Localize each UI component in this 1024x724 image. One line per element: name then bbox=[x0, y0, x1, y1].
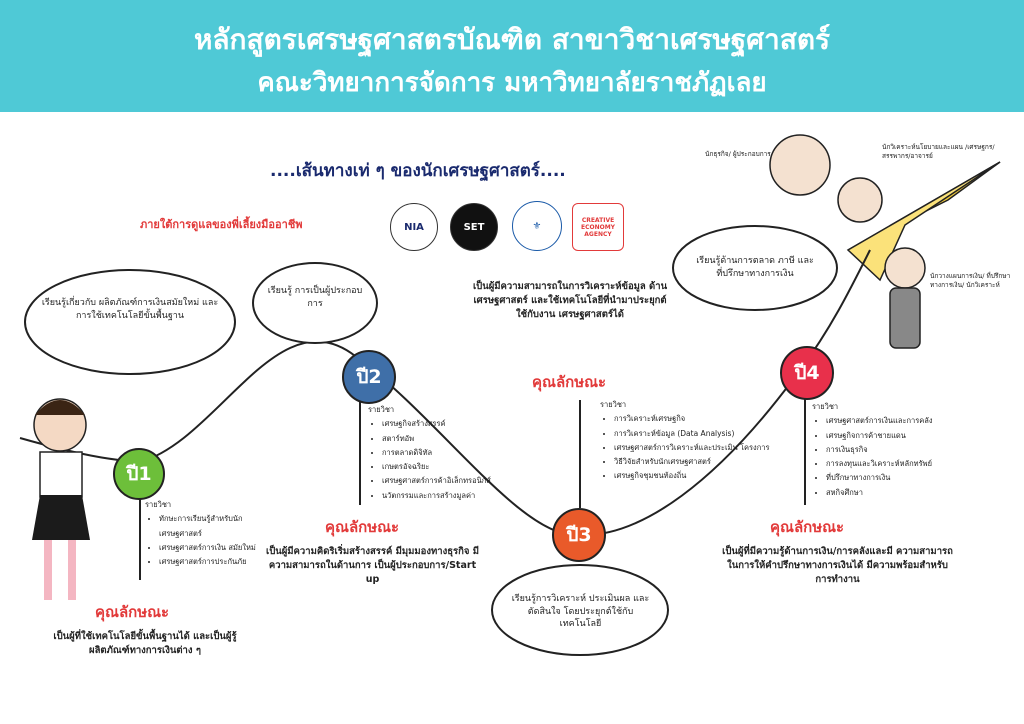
year-2-subject: สตาร์ทอัพ bbox=[382, 432, 548, 446]
year-1-subject: เศรษฐศาสตร์การเงิน สมัยใหม่ bbox=[159, 541, 265, 555]
year-4-subject: ที่ปรึกษาทางการเงิน bbox=[826, 471, 992, 485]
year-3-quality-desc: เป็นผู้มีความสามารถในการวิเคราะห์ข้อมูล … bbox=[472, 281, 668, 320]
year-2-subject: เกษตรอัจฉริยะ bbox=[382, 460, 548, 474]
cloud-3 bbox=[672, 225, 838, 311]
year-2-quality-heading: คุณลักษณะ bbox=[325, 518, 400, 536]
year-3-subject: วิธีวิจัยสำหรับนักเศรษฐศาสตร์ bbox=[614, 455, 780, 469]
year-1-subjects-heading: รายวิชา bbox=[145, 500, 172, 509]
year-1-subjects: รายวิชา ทักษะการเรียนรู้สำหรับนัก เศรษฐศ… bbox=[145, 498, 265, 569]
year-4-subject: สหกิจศึกษา bbox=[826, 486, 992, 500]
businessperson-avatar bbox=[769, 134, 831, 196]
year-3-badge: ปี3 bbox=[552, 508, 606, 562]
year-3-subjects-heading: รายวิชา bbox=[600, 400, 627, 409]
year-2-subject: เศรษฐกิจสร้างสรรค์ bbox=[382, 417, 548, 431]
career-policy: นักวิเคราะห์นโยบายและแผน /เศรษฐกร/สรรพาก… bbox=[882, 143, 995, 161]
year-1-quality-heading: คุณลักษณะ bbox=[95, 603, 170, 621]
year-2-subject: เศรษฐศาสตร์การค้าอิเล็กทรอนิกส์ bbox=[382, 474, 548, 488]
year-2-subjects: รายวิชา เศรษฐกิจสร้างสรรค์ สตาร์ทอัพ การ… bbox=[368, 403, 548, 503]
cloud-2-text: เรียนรู้ การเป็นผู้ประกอบการ bbox=[267, 286, 363, 309]
year-4-subject: การลงทุนและวิเคราะห์หลักทรัพย์ bbox=[826, 457, 992, 471]
year-3-subjects: รายวิชา การวิเคราะห์เศรษฐกิจ การวิเคราะห… bbox=[600, 398, 780, 484]
year-3-subject: การวิเคราะห์ข้อมูล (Data Analysis) bbox=[614, 427, 780, 441]
year-2-subject: การตลาดดิจิทัล bbox=[382, 446, 548, 460]
year-4-badge: ปี4 bbox=[780, 346, 834, 400]
analyst-avatar bbox=[837, 177, 883, 223]
year-1-badge: ปี1 bbox=[113, 448, 165, 500]
year-1-quality-desc: เป็นผู้ที่ใช้เทคโนโลยีขั้นพื้นฐานได้ และ… bbox=[53, 631, 237, 656]
year-4-subject: เศรษฐศาสตร์การเงินและการคลัง bbox=[826, 414, 992, 428]
year-4-subjects: รายวิชา เศรษฐศาสตร์การเงินและการคลัง เศร… bbox=[812, 400, 992, 500]
route-title: ....เส้นทางเท่ ๆ ของนักเศรษฐศาสตร์.... bbox=[270, 161, 566, 181]
career-finance: นักวางแผนการเงิน/ ที่ปรึกษาทางการเงิน/ น… bbox=[930, 272, 1011, 290]
year-4-quality-desc: เป็นผู้ที่มีความรู้ด้านการเงิน/การคลังแล… bbox=[722, 546, 953, 585]
cloud-4-text: เรียนรู้การวิเคราะห์ ประเมินผล และตัดสิน… bbox=[511, 594, 650, 630]
year-3-subject: เศรษฐศาสตร์การวิเคราะห์และประเมิน โครงกา… bbox=[614, 441, 780, 455]
year-1-subject: ทักษะการเรียนรู้สำหรับนัก เศรษฐศาสตร์ bbox=[159, 512, 265, 541]
cloud-1 bbox=[24, 269, 236, 375]
year-4-quality-heading: คุณลักษณะ bbox=[770, 518, 845, 536]
faculty-title: คณะวิทยาการจัดการ มหาวิทยาลัยราชภัฏเลย bbox=[257, 68, 767, 98]
year-3-quality-heading: คุณลักษณะ bbox=[532, 373, 607, 391]
nia-logo: NIA bbox=[390, 203, 438, 251]
year-2-subjects-heading: รายวิชา bbox=[368, 405, 395, 414]
seal-icon: ⚜ bbox=[532, 220, 542, 232]
year-2-badge: ปี2 bbox=[342, 350, 396, 404]
program-title: หลักสูตรเศรษฐศาสตรบัณฑิต สาขาวิชาเศรษฐศา… bbox=[193, 23, 831, 56]
mentor-subtitle: ภายใต้การดูแลของพี่เลี้ยงมืออาชีพ bbox=[140, 218, 303, 231]
career-business: นักธุรกิจ/ ผู้ประกอบการ bbox=[705, 150, 771, 158]
cloud-4 bbox=[491, 564, 669, 656]
cloud-3-text: เรียนรู้ด้านการตลาด ภาษี และที่ปรึกษาทาง… bbox=[696, 256, 814, 279]
year-3-subject: เศรษฐกิจชุมชนท้องถิ่น bbox=[614, 469, 780, 483]
year-4-subjects-heading: รายวิชา bbox=[812, 402, 839, 411]
year-2-quality-desc: เป็นผู้มีความคิดริเริ่มสร้างสรรค์ มีมุมม… bbox=[265, 546, 480, 585]
year-4-subject: เศรษฐกิจการค้าชายแดน bbox=[826, 429, 992, 443]
set-logo: SET bbox=[450, 203, 498, 251]
year-1-subject: เศรษฐศาสตร์การประกันภัย bbox=[159, 555, 265, 569]
cloud-1-text: เรียนรู้เกี่ยวกับ ผลิตภัณฑ์การเงินสมัยให… bbox=[41, 298, 219, 321]
year-2-subject: นวัตกรรมและการสร้างมูลค่า bbox=[382, 489, 548, 503]
ministry-logo: ⚜ bbox=[512, 201, 562, 251]
cloud-2 bbox=[252, 262, 378, 344]
year-3-subject: การวิเคราะห์เศรษฐกิจ bbox=[614, 412, 780, 426]
year-4-subject: การเงินธุรกิจ bbox=[826, 443, 992, 457]
header-banner: หลักสูตรเศรษฐศาสตรบัณฑิต สาขาวิชาเศรษฐศา… bbox=[0, 0, 1024, 112]
cea-logo: CREATIVE ECONOMY AGENCY bbox=[572, 203, 624, 251]
planner-avatar bbox=[884, 247, 926, 289]
